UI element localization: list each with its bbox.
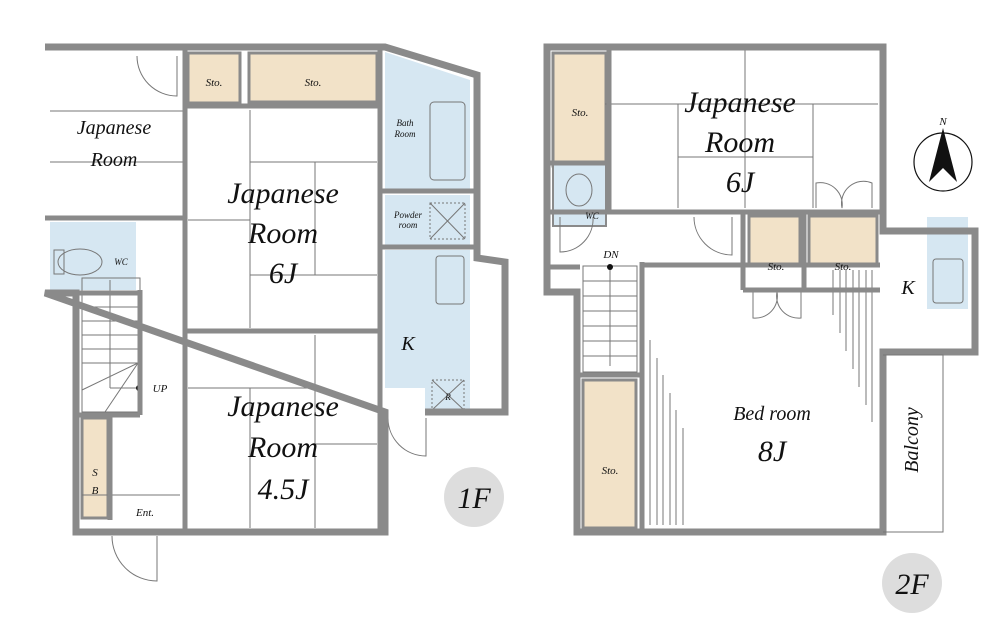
toilet-2f — [565, 173, 593, 207]
toilet-tank — [53, 249, 65, 275]
walls-1f-outer — [43, 43, 509, 536]
label-fridge: R — [444, 392, 451, 402]
balcony-outline — [883, 354, 944, 533]
kitchen-door — [387, 417, 427, 457]
label-kitchen-1f: K — [400, 333, 416, 355]
wc-area — [50, 222, 136, 290]
kitchen-2f-sink — [932, 258, 964, 304]
walls-2f-outer — [543, 43, 979, 536]
label-bath-2: Room — [394, 129, 416, 139]
door-2f-wc — [559, 216, 594, 253]
walls-1f-inner — [45, 50, 475, 530]
label-storage-2f-bottom: Sto. — [602, 465, 619, 477]
label-wc-2f: WC — [585, 211, 599, 221]
badge-1f — [444, 467, 504, 527]
wc-2f-area — [552, 161, 607, 227]
stairs-1f — [81, 277, 141, 413]
label-storage-1f-b: Sto. — [305, 77, 322, 89]
label-powder-2: room — [399, 220, 418, 230]
label-jr6-1f-2: Room — [247, 217, 318, 250]
label-balcony: Balcony — [901, 407, 923, 473]
compass-north-icon — [913, 128, 973, 192]
storage-2f-mid-b — [807, 214, 879, 266]
tatami-lines — [50, 110, 377, 528]
badge-2f — [882, 553, 942, 613]
storage-2f-mid-a — [747, 214, 802, 266]
storage-2f-bottom — [581, 378, 638, 530]
label-compass-n: N — [938, 116, 947, 128]
label-bedroom-size: 8J — [758, 435, 788, 468]
label-1f: 1F — [457, 482, 491, 515]
door-2f-hall — [693, 216, 733, 256]
stair-dot-2f — [607, 264, 613, 270]
label-jr45: Japanese — [227, 390, 339, 423]
label-storage-1f-a: Sto. — [206, 77, 223, 89]
label-jr6-2f-size: 6J — [726, 166, 756, 199]
label-jr6-1f: Japanese — [227, 177, 339, 210]
label-up: UP — [153, 383, 168, 395]
label-wc-1f: WC — [114, 257, 128, 267]
label-bath: Bath — [397, 118, 414, 128]
label-japanese-room-1f-left: Japanese — [77, 117, 152, 139]
label-dn: DN — [602, 249, 619, 261]
label-jr45-2: Room — [247, 431, 318, 464]
label-entrance: Ent. — [135, 507, 154, 519]
label-japanese-room-1f-left-2: Room — [90, 149, 138, 171]
label-powder: Powder — [393, 210, 422, 220]
tatami-lines-2f — [605, 47, 878, 208]
stairs-2f — [582, 265, 638, 373]
door-2f-jr — [815, 180, 873, 209]
door-2f-storage — [752, 291, 802, 319]
label-bedroom: Bed room — [733, 403, 811, 425]
door-1f-jr — [136, 55, 178, 97]
label-jr6-2f: Japanese — [684, 86, 796, 119]
kitchen-entry-floor — [385, 388, 425, 412]
storage-1f-b — [247, 51, 379, 104]
label-storage-2f-top: Sto. — [572, 107, 589, 119]
bathtub — [429, 101, 466, 181]
floor-2: Sto. WC Japanese Room 6J Sto. Sto. K DN … — [543, 43, 979, 613]
label-sb-2: B — [92, 485, 99, 497]
label-storage-2f-mid-b: Sto. — [835, 261, 852, 273]
label-kitchen-2f: K — [900, 277, 916, 299]
kitchen-sink — [435, 255, 465, 305]
label-sb: S — [92, 467, 98, 479]
toilet-icon — [57, 248, 103, 276]
label-jr6-1f-size: 6J — [269, 257, 299, 290]
walls-2f-inner — [550, 50, 880, 530]
washer-space — [429, 202, 466, 240]
label-jr6-2f-2: Room — [704, 126, 775, 159]
bath-room-corner-cutout — [385, 52, 470, 80]
label-2f: 2F — [895, 568, 929, 601]
label-storage-2f-mid-a: Sto. — [768, 261, 785, 273]
floor-1: Japanese Room Sto. Sto. Japanese Room 6J… — [43, 43, 509, 582]
kitchen-area — [385, 250, 470, 412]
storage-2f-top — [551, 51, 608, 168]
entrance-door — [111, 535, 158, 582]
label-jr45-size: 4.5J — [258, 473, 311, 506]
bedroom-closet-lines — [649, 270, 873, 525]
storage-1f-a — [186, 51, 242, 105]
